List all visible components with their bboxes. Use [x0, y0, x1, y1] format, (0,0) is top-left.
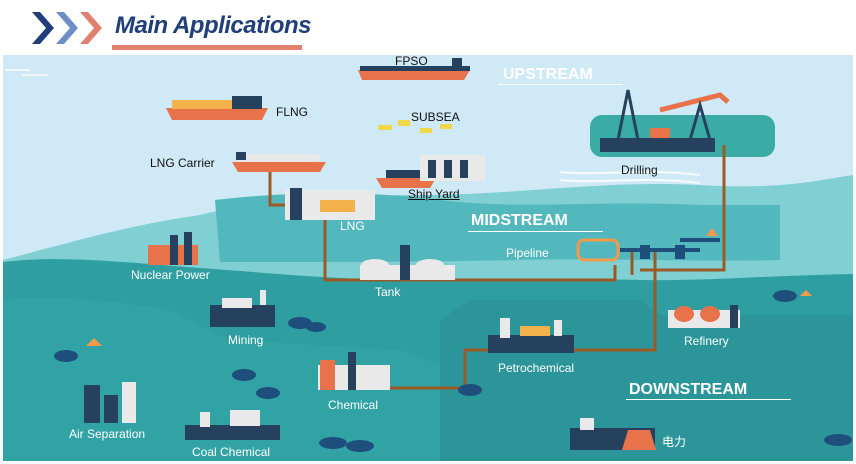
- chemical-art: [318, 352, 390, 390]
- label-petrochemical: Petrochemical: [498, 361, 575, 375]
- lng-plant-art: [285, 188, 375, 220]
- label-air-separation: Air Separation: [69, 427, 146, 441]
- label-coal-chemical: Coal Chemical: [192, 445, 271, 459]
- refinery-art: [668, 305, 740, 328]
- drilling-art: [600, 89, 730, 152]
- label-ship-yard: Ship Yard: [408, 187, 460, 201]
- pipeline-art: [576, 238, 720, 262]
- fpso-ship: [358, 58, 470, 80]
- trees: [54, 290, 852, 452]
- mining-art: [210, 290, 275, 327]
- label-flng: FLNG: [276, 105, 309, 119]
- flng-ship: [166, 96, 268, 120]
- air-separation-art: [84, 382, 136, 423]
- label-nuclear-power: Nuclear Power: [131, 268, 210, 282]
- midstream-label: MIDSTREAM: [471, 212, 568, 229]
- label-mining: Mining: [228, 333, 264, 347]
- lng-carrier-ship: [232, 152, 326, 172]
- downstream-label: DOWNSTREAM: [629, 381, 748, 398]
- label-fpso: FPSO: [395, 54, 428, 68]
- title-underline: [112, 45, 302, 50]
- upstream-underline: [498, 84, 623, 85]
- label-subsea: SUBSEA: [411, 110, 460, 124]
- tank-art: [360, 245, 455, 280]
- shipyard-art: [376, 155, 485, 188]
- midstream-underline: [468, 231, 603, 232]
- label-power: 电力: [662, 435, 687, 449]
- label-lng: LNG: [340, 219, 365, 233]
- subsea-art: [378, 120, 452, 133]
- header-chevrons-icon: [32, 12, 102, 44]
- label-lng-carrier: LNG Carrier: [150, 156, 215, 170]
- power-plant-art: [570, 418, 656, 450]
- label-chemical: Chemical: [328, 398, 379, 412]
- petrochemical-art: [488, 318, 574, 353]
- label-drilling: Drilling: [621, 163, 658, 177]
- page-title: Main Applications: [115, 12, 311, 39]
- upstream-label: UPSTREAM: [503, 66, 593, 83]
- label-tank: Tank: [375, 285, 401, 299]
- wave-line-2: [5, 69, 48, 76]
- label-pipeline: Pipeline: [506, 246, 549, 260]
- wave-line: [559, 171, 701, 184]
- mountains: [86, 228, 812, 346]
- label-refinery: Refinery: [684, 334, 729, 348]
- downstream-underline: [626, 399, 791, 400]
- coal-chemical-art: [185, 410, 280, 440]
- nuclear-power-art: [148, 232, 198, 265]
